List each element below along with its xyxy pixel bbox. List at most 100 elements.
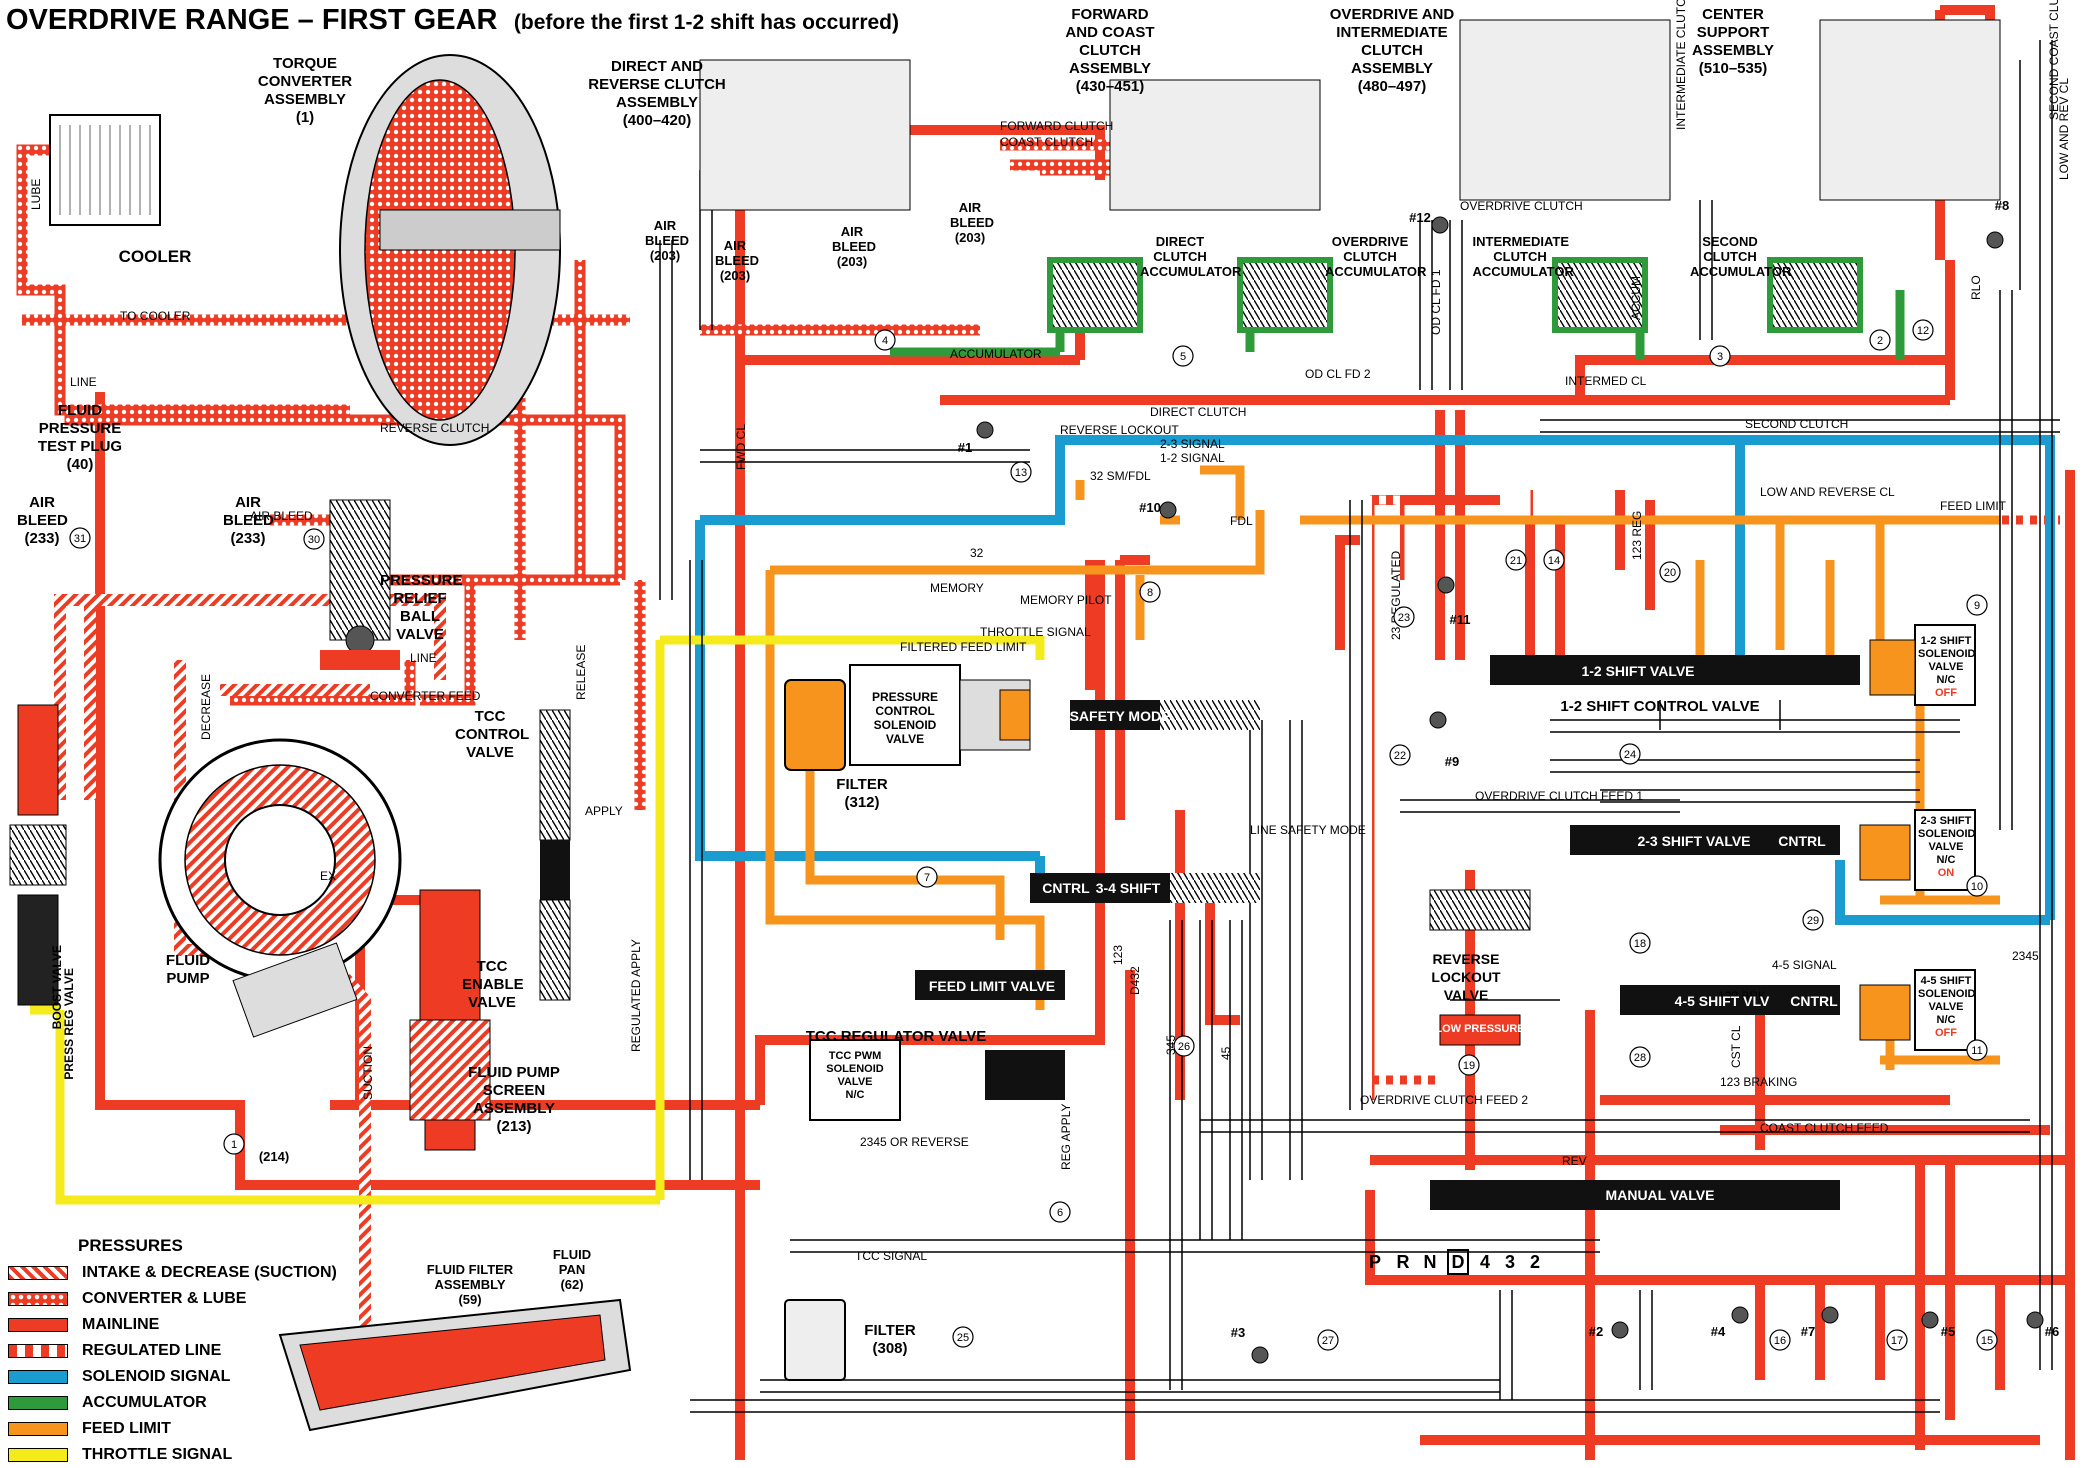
selected-gear-box [1447, 1249, 1469, 1275]
passage-label: ACCUM [1629, 276, 1643, 320]
passage-label: FEED LIMIT [1940, 499, 2007, 513]
legend-swatch [8, 1318, 68, 1332]
callout-number: 15 [1981, 1335, 1993, 1347]
sol-45-box [1914, 969, 1976, 1051]
gear-position-N: N [1424, 1252, 1437, 1272]
passage-label: OVERDRIVE CLUTCH FEED 1 [1475, 789, 1643, 803]
low-pressure-body [1439, 1014, 1521, 1046]
pressure-relief-ball-valve-icon [320, 499, 400, 670]
cntrl-23-label: CNTRL [1778, 833, 1826, 849]
shift-45-label: 4-5 SHIFT VLV [1674, 993, 1770, 1009]
legend-label: ACCUMULATOR [82, 1394, 207, 1411]
passage-label: 4-5 SIGNAL [1772, 958, 1837, 972]
check-ball-label: #8 [1995, 198, 2009, 213]
sol-23-box [1914, 809, 1976, 891]
passage-label: 2-3 SIGNAL [1160, 437, 1225, 451]
ref-214-label: (214) [258, 1149, 290, 1164]
callout-number: 17 [1891, 1335, 1903, 1347]
legend-swatch [8, 1292, 68, 1306]
pressure-control-solenoid-icon [849, 664, 1031, 766]
boost-label: BOOST VALVE [50, 945, 64, 1030]
sol-12-coil [1869, 639, 1916, 696]
callout-number: 2 [1877, 335, 1883, 347]
legend-label: CONVERTER & LUBE [82, 1290, 247, 1307]
check-ball-label: #4 [1711, 1324, 1726, 1339]
filter-312-icon [784, 679, 846, 771]
passage-label: OD CL FD 1 [1429, 269, 1443, 335]
sol-45-label: 4-5 SHIFT SOLENOID VALVE N/C OFF [1918, 975, 1976, 1039]
callout-number: 18 [1634, 938, 1646, 950]
gear-position-2: 2 [1530, 1252, 1540, 1272]
gear-position-4: 4 [1480, 1252, 1490, 1272]
callout-circle [1172, 345, 1194, 367]
torque-converter-label: TORQUE CONVERTER ASSEMBLY (1) [257, 55, 353, 126]
callout-number: 26 [1178, 1041, 1190, 1053]
test-plug-label: FLUID PRESSURE TEST PLUG (40) [37, 402, 123, 473]
callout-circle [1966, 1039, 1988, 1061]
passage-label: THROTTLE SIGNAL [980, 625, 1091, 639]
passage-label: REV [1562, 1154, 1587, 1168]
callout-number: 4 [882, 335, 888, 347]
check-ball-label: #1 [958, 440, 972, 455]
od-intermediate-assembly-drawing [1459, 19, 1671, 201]
check-ball-label: #10 [1139, 500, 1161, 515]
sol-23-coil [1859, 824, 1911, 881]
passage-label: INTERMEDIATE CLUTCH [1674, 0, 1688, 130]
passage-label: EX [320, 869, 336, 883]
legend-swatch [8, 1422, 68, 1436]
cntrl-34-label: CNTRL [1042, 880, 1090, 896]
callout-number: 7 [924, 872, 930, 884]
callout-number: 30 [308, 534, 320, 546]
callout-number: 16 [1774, 1335, 1786, 1347]
legend-swatch [8, 1266, 68, 1280]
other-passages [659, 40, 2060, 1413]
callout-number: 12 [1917, 325, 1929, 337]
air-bleed-31-label: AIR BLEED (233) [17, 494, 68, 547]
callout-number: 14 [1548, 555, 1560, 567]
sol-12-label: 1-2 SHIFT SOLENOID VALVE N/C OFF [1918, 635, 1976, 699]
callout-circle [952, 1326, 974, 1348]
second-accum-body [1767, 257, 1863, 333]
callout-number: 28 [1634, 1052, 1646, 1064]
passage-label: CONVERTER FEED [370, 689, 481, 703]
passage-label: LOW AND REVERSE CL [1760, 485, 1895, 499]
fluid-pump-icon [158, 738, 402, 1038]
legend-row-suction: INTAKE & DECREASE (SUCTION) [8, 1260, 338, 1286]
passage-label: AIR BLEED [250, 509, 313, 523]
passage-label: 123 [1111, 945, 1125, 965]
manual-valve-label: MANUAL VALVE [1605, 1187, 1715, 1203]
passage-label: 123 BRK [1718, 989, 1766, 1003]
pcs-valve-label: PRESSURE CONTROL SOLENOID VALVE [871, 690, 939, 746]
shift-12-valve-body [1490, 655, 1790, 685]
gear-position-D: D [1452, 1252, 1465, 1272]
callout-circle [1505, 549, 1527, 571]
passage-label: FILTERED FEED LIMIT [900, 640, 1027, 654]
feed-limit-passages [765, 465, 2000, 1070]
callout-number: 9 [1974, 600, 1980, 612]
safety-mode-label: SAFETY MODE [1069, 708, 1171, 724]
check-ball-label: #5 [1941, 1324, 1955, 1339]
callout-number: 1 [231, 1139, 237, 1151]
fluid-pump-screen-label: FLUID PUMP SCREEN ASSEMBLY (213) [468, 1064, 560, 1135]
callout-number: 6 [1057, 1207, 1063, 1219]
passage-label: COAST CLUTCH FEED [1760, 1121, 1889, 1135]
legend-label: REGULATED LINE [82, 1342, 222, 1359]
legend-row-solenoid: SOLENOID SIGNAL [8, 1364, 338, 1390]
feed-limit-valve-label: FEED LIMIT VALVE [928, 978, 1056, 994]
tcc-regulator-body [985, 1050, 1065, 1100]
callout-circle [1139, 581, 1161, 603]
low-pressure-label: LOW PRESSURE [1435, 1023, 1525, 1035]
callout-circle [1393, 606, 1415, 628]
passage-label: OVERDRIVE CLUTCH FEED 2 [1360, 1093, 1528, 1107]
air-bleed-203-c-label: AIR BLEED (203) [832, 224, 877, 269]
tcc-control-valve-icon [539, 709, 571, 1001]
air-bleed-203-d-label: AIR BLEED (203) [950, 200, 995, 245]
fluid-pan-label: FLUID PAN (62) [552, 1247, 592, 1292]
passage-label: LINE SAFETY MODE [1250, 823, 1366, 837]
legend-label: MAINLINE [82, 1316, 160, 1333]
passage-label: DECREASE [199, 674, 213, 740]
callout-number: 10 [1971, 881, 1983, 893]
callout-circle [1629, 1046, 1651, 1068]
sol-45-coil [1859, 984, 1911, 1041]
passage-label: REG APPLY [1059, 1104, 1073, 1170]
